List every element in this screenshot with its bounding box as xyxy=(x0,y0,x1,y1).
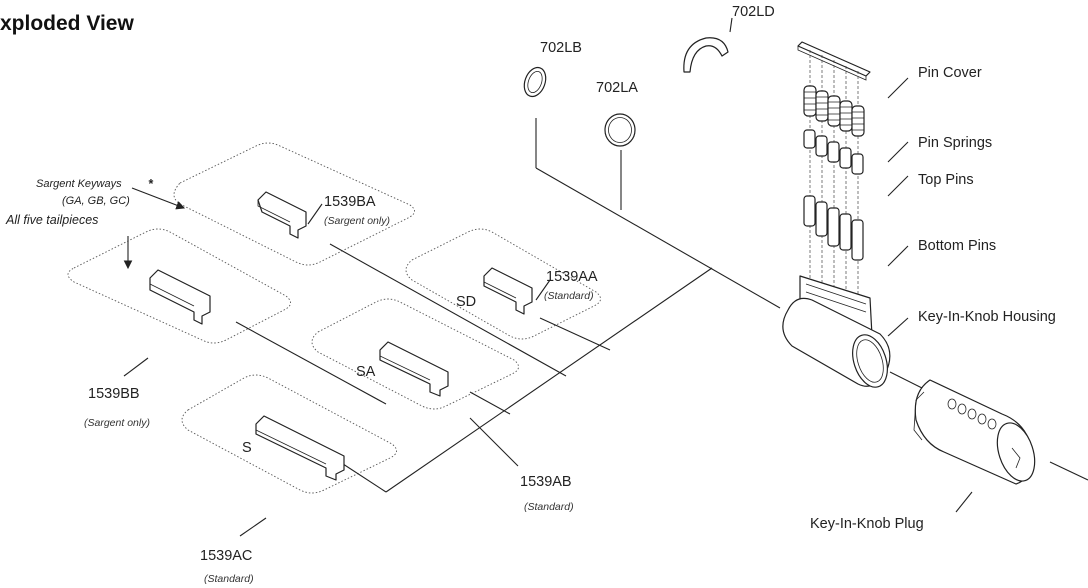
platform-1539ac xyxy=(181,374,397,494)
ring-702la-icon xyxy=(604,113,636,147)
note-1539bb: (Sargent only) xyxy=(84,417,150,429)
keyways-note-line1: Sargent Keyways xyxy=(36,178,122,190)
diagram-title: xploded View xyxy=(0,12,134,35)
tailpiece-1539aa-icon xyxy=(483,267,533,315)
platform-1539ba xyxy=(173,142,415,266)
label-702ld: 702LD xyxy=(732,4,775,20)
keyways-note-star: * xyxy=(148,177,154,191)
tailpiece-1539bb-icon xyxy=(149,269,211,325)
note-1539ab: (Standard) xyxy=(524,501,574,513)
label-top-pins: Top Pins xyxy=(918,172,974,188)
label-1539ac: 1539AC xyxy=(200,548,252,564)
bottom-pins-icon xyxy=(803,195,864,261)
label-housing: Key-In-Knob Housing xyxy=(918,309,1056,325)
tailpiece-1539ab-icon xyxy=(379,341,449,397)
label-1539bb: 1539BB xyxy=(88,386,140,402)
top-pins-icon xyxy=(803,129,864,175)
tailpiece-1539ba-icon xyxy=(257,191,307,239)
key-in-knob-housing-icon xyxy=(782,275,891,388)
pin-cover-icon xyxy=(797,41,871,81)
label-702la: 702LA xyxy=(596,80,638,96)
pin-stack xyxy=(797,41,871,307)
platform-1539bb xyxy=(67,228,291,344)
label-1539ab: 1539AB xyxy=(520,474,572,490)
keyways-note-line3: All five tailpieces xyxy=(5,213,98,227)
keyway-sa: SA xyxy=(356,364,376,380)
tailpiece-1539ac-icon xyxy=(255,415,345,481)
note-1539ba: (Sargent only) xyxy=(324,215,390,227)
key-in-knob-plug-icon xyxy=(913,379,1036,485)
ring-702ld-icon xyxy=(683,37,729,73)
label-plug: Key-In-Knob Plug xyxy=(810,516,924,532)
keyways-note: Sargent Keyways * (GA, GB, GC) All five … xyxy=(5,177,154,227)
leader-lines xyxy=(123,17,973,537)
ring-702lb-icon xyxy=(523,66,547,98)
pin-guide-lines xyxy=(809,50,859,307)
label-1539aa: 1539AA xyxy=(546,269,598,285)
part-labels: 702LB 702LA 702LD Pin Cover Pin Springs … xyxy=(84,4,1056,585)
keyway-sd: SD xyxy=(456,294,476,310)
label-702lb: 702LB xyxy=(540,40,582,56)
label-bottom-pins: Bottom Pins xyxy=(918,238,996,254)
platform-1539ab xyxy=(311,298,519,410)
label-1539ba: 1539BA xyxy=(324,194,376,210)
note-1539aa: (Standard) xyxy=(544,290,594,302)
tailpiece-platforms xyxy=(67,142,601,494)
keyways-note-line2: (GA, GB, GC) xyxy=(62,195,130,207)
keyway-s: S xyxy=(242,440,252,456)
label-pin-springs: Pin Springs xyxy=(918,135,992,151)
note-1539ac: (Standard) xyxy=(204,573,254,585)
pin-springs-icon xyxy=(803,85,865,137)
label-pin-cover: Pin Cover xyxy=(918,65,982,81)
